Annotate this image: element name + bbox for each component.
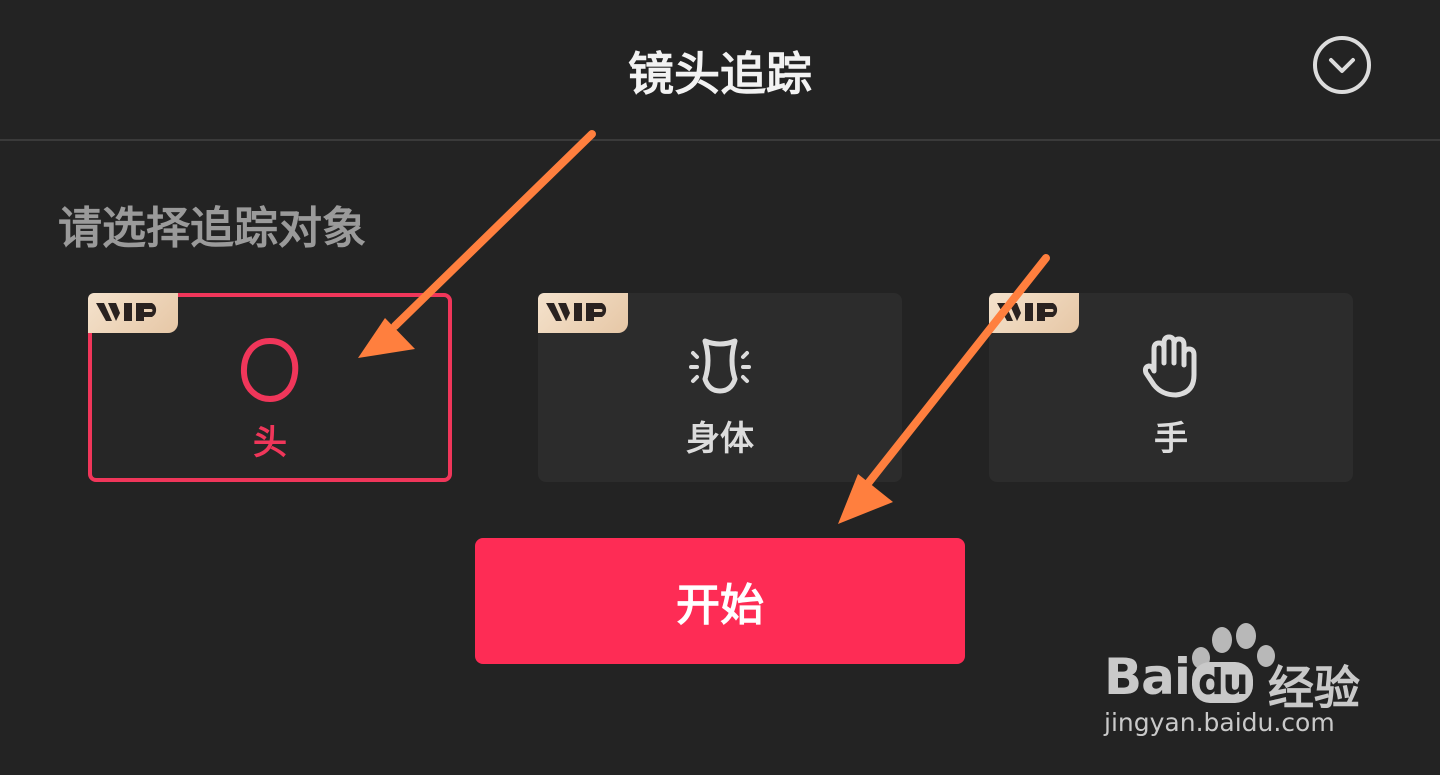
vip-badge	[88, 293, 178, 333]
vip-logo-icon	[96, 303, 157, 321]
chevron-down-circle-icon	[1313, 36, 1371, 94]
option-card-head[interactable]: 头	[88, 293, 452, 482]
hand-icon	[1142, 334, 1197, 398]
watermark-url: jingyan.baidu.com	[1104, 708, 1335, 737]
page-title: 镜头追踪	[628, 47, 812, 101]
option-card-hand[interactable]: 手	[989, 293, 1353, 482]
vip-logo-icon	[997, 303, 1058, 321]
header: 镜头追踪	[0, 0, 1440, 141]
vip-logo-icon	[546, 303, 607, 321]
section-subtitle: 请选择追踪对象	[58, 203, 366, 254]
option-label: 手	[1154, 419, 1188, 459]
body-outline-icon	[689, 338, 751, 394]
watermark-cn: 经验	[1268, 661, 1360, 715]
collapse-button[interactable]	[1311, 34, 1373, 96]
option-card-body[interactable]: 身体	[538, 293, 902, 482]
head-outline-icon	[240, 337, 299, 403]
start-button[interactable]: 开始	[475, 538, 965, 664]
vip-badge	[989, 293, 1079, 333]
vip-badge	[538, 293, 628, 333]
option-label: 身体	[686, 419, 754, 459]
option-label: 头	[253, 423, 287, 463]
